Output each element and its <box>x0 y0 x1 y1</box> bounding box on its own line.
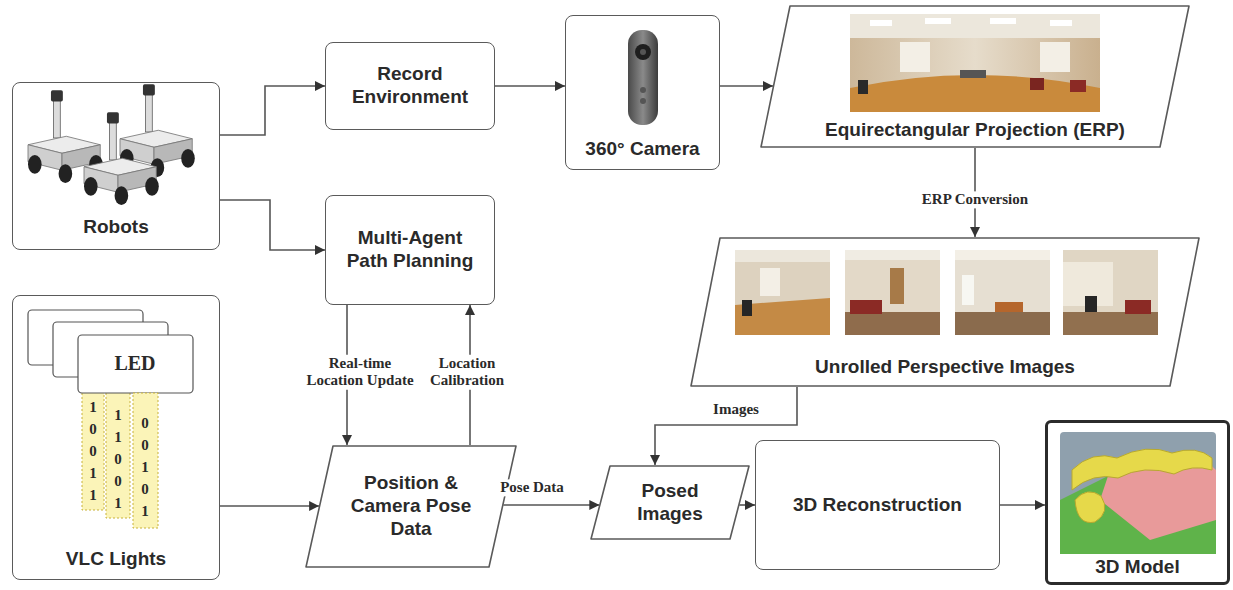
flow-arrow <box>220 200 325 250</box>
data-parallelogram: Posed Images <box>590 465 750 540</box>
output-box: 3D Model <box>1045 420 1230 585</box>
node-label: Unrolled Perspective Images <box>815 356 1075 379</box>
flow-arrow <box>503 504 599 506</box>
data-parallelogram: Position & Camera Pose Data <box>305 445 517 568</box>
process-box: 3D Reconstruction <box>755 440 1000 570</box>
camera-icon <box>628 30 658 125</box>
flow-arrow <box>220 505 319 507</box>
node-label: Record Environment <box>340 63 480 109</box>
perspective-images <box>735 250 1158 335</box>
data-parallelogram: Equirectangular Projection (ERP) <box>760 5 1190 148</box>
edge-label: Real-time Location Update <box>299 355 421 390</box>
process-box: Record Environment <box>325 42 495 130</box>
robot-group <box>28 84 195 205</box>
node-label: Posed Images <box>622 480 718 526</box>
flow-arrow <box>495 85 565 87</box>
edge-label: Location Calibration <box>418 355 517 390</box>
edge-label: Images <box>711 401 761 418</box>
flow-arrow <box>720 85 773 87</box>
node-label: 3D Model <box>1095 556 1179 579</box>
node-label: Position & Camera Pose Data <box>345 472 477 540</box>
flow-arrow <box>220 86 325 135</box>
data-parallelogram: Unrolled Perspective Images <box>690 237 1200 387</box>
parallelogram-shape <box>591 466 749 539</box>
parallelogram-shape <box>306 446 516 567</box>
parallelogram-shape <box>761 6 1189 147</box>
led-illustration <box>28 310 193 528</box>
node-label: Multi-Agent Path Planning <box>340 227 480 273</box>
node-label: Equirectangular Projection (ERP) <box>825 119 1125 142</box>
bit-sequence: 0 0 1 0 1 <box>141 412 150 522</box>
bit-sequence: 1 1 0 0 1 <box>114 404 123 514</box>
camera-box: 360° Camera <box>565 15 720 170</box>
node-label: Robots <box>83 216 148 239</box>
bit-sequence: 1 0 0 1 1 <box>89 396 98 506</box>
node-label: 360° Camera <box>585 138 699 161</box>
flow-arrow <box>739 504 755 506</box>
parallelogram-shape <box>691 238 1199 386</box>
node-label: 3D Reconstruction <box>793 494 962 517</box>
node-label: VLC Lights <box>66 548 166 571</box>
edge-label: Pose Data <box>498 479 566 496</box>
led-label: LED <box>114 352 155 375</box>
process-box: Multi-Agent Path Planning <box>325 195 495 305</box>
erp-image <box>850 14 1100 112</box>
3d-model-render <box>1060 432 1216 554</box>
flow-arrow <box>1000 504 1045 506</box>
flow-arrow <box>655 387 797 465</box>
robots-box: Robots <box>12 82 220 250</box>
edge-label: ERP Conversion <box>920 191 1030 208</box>
